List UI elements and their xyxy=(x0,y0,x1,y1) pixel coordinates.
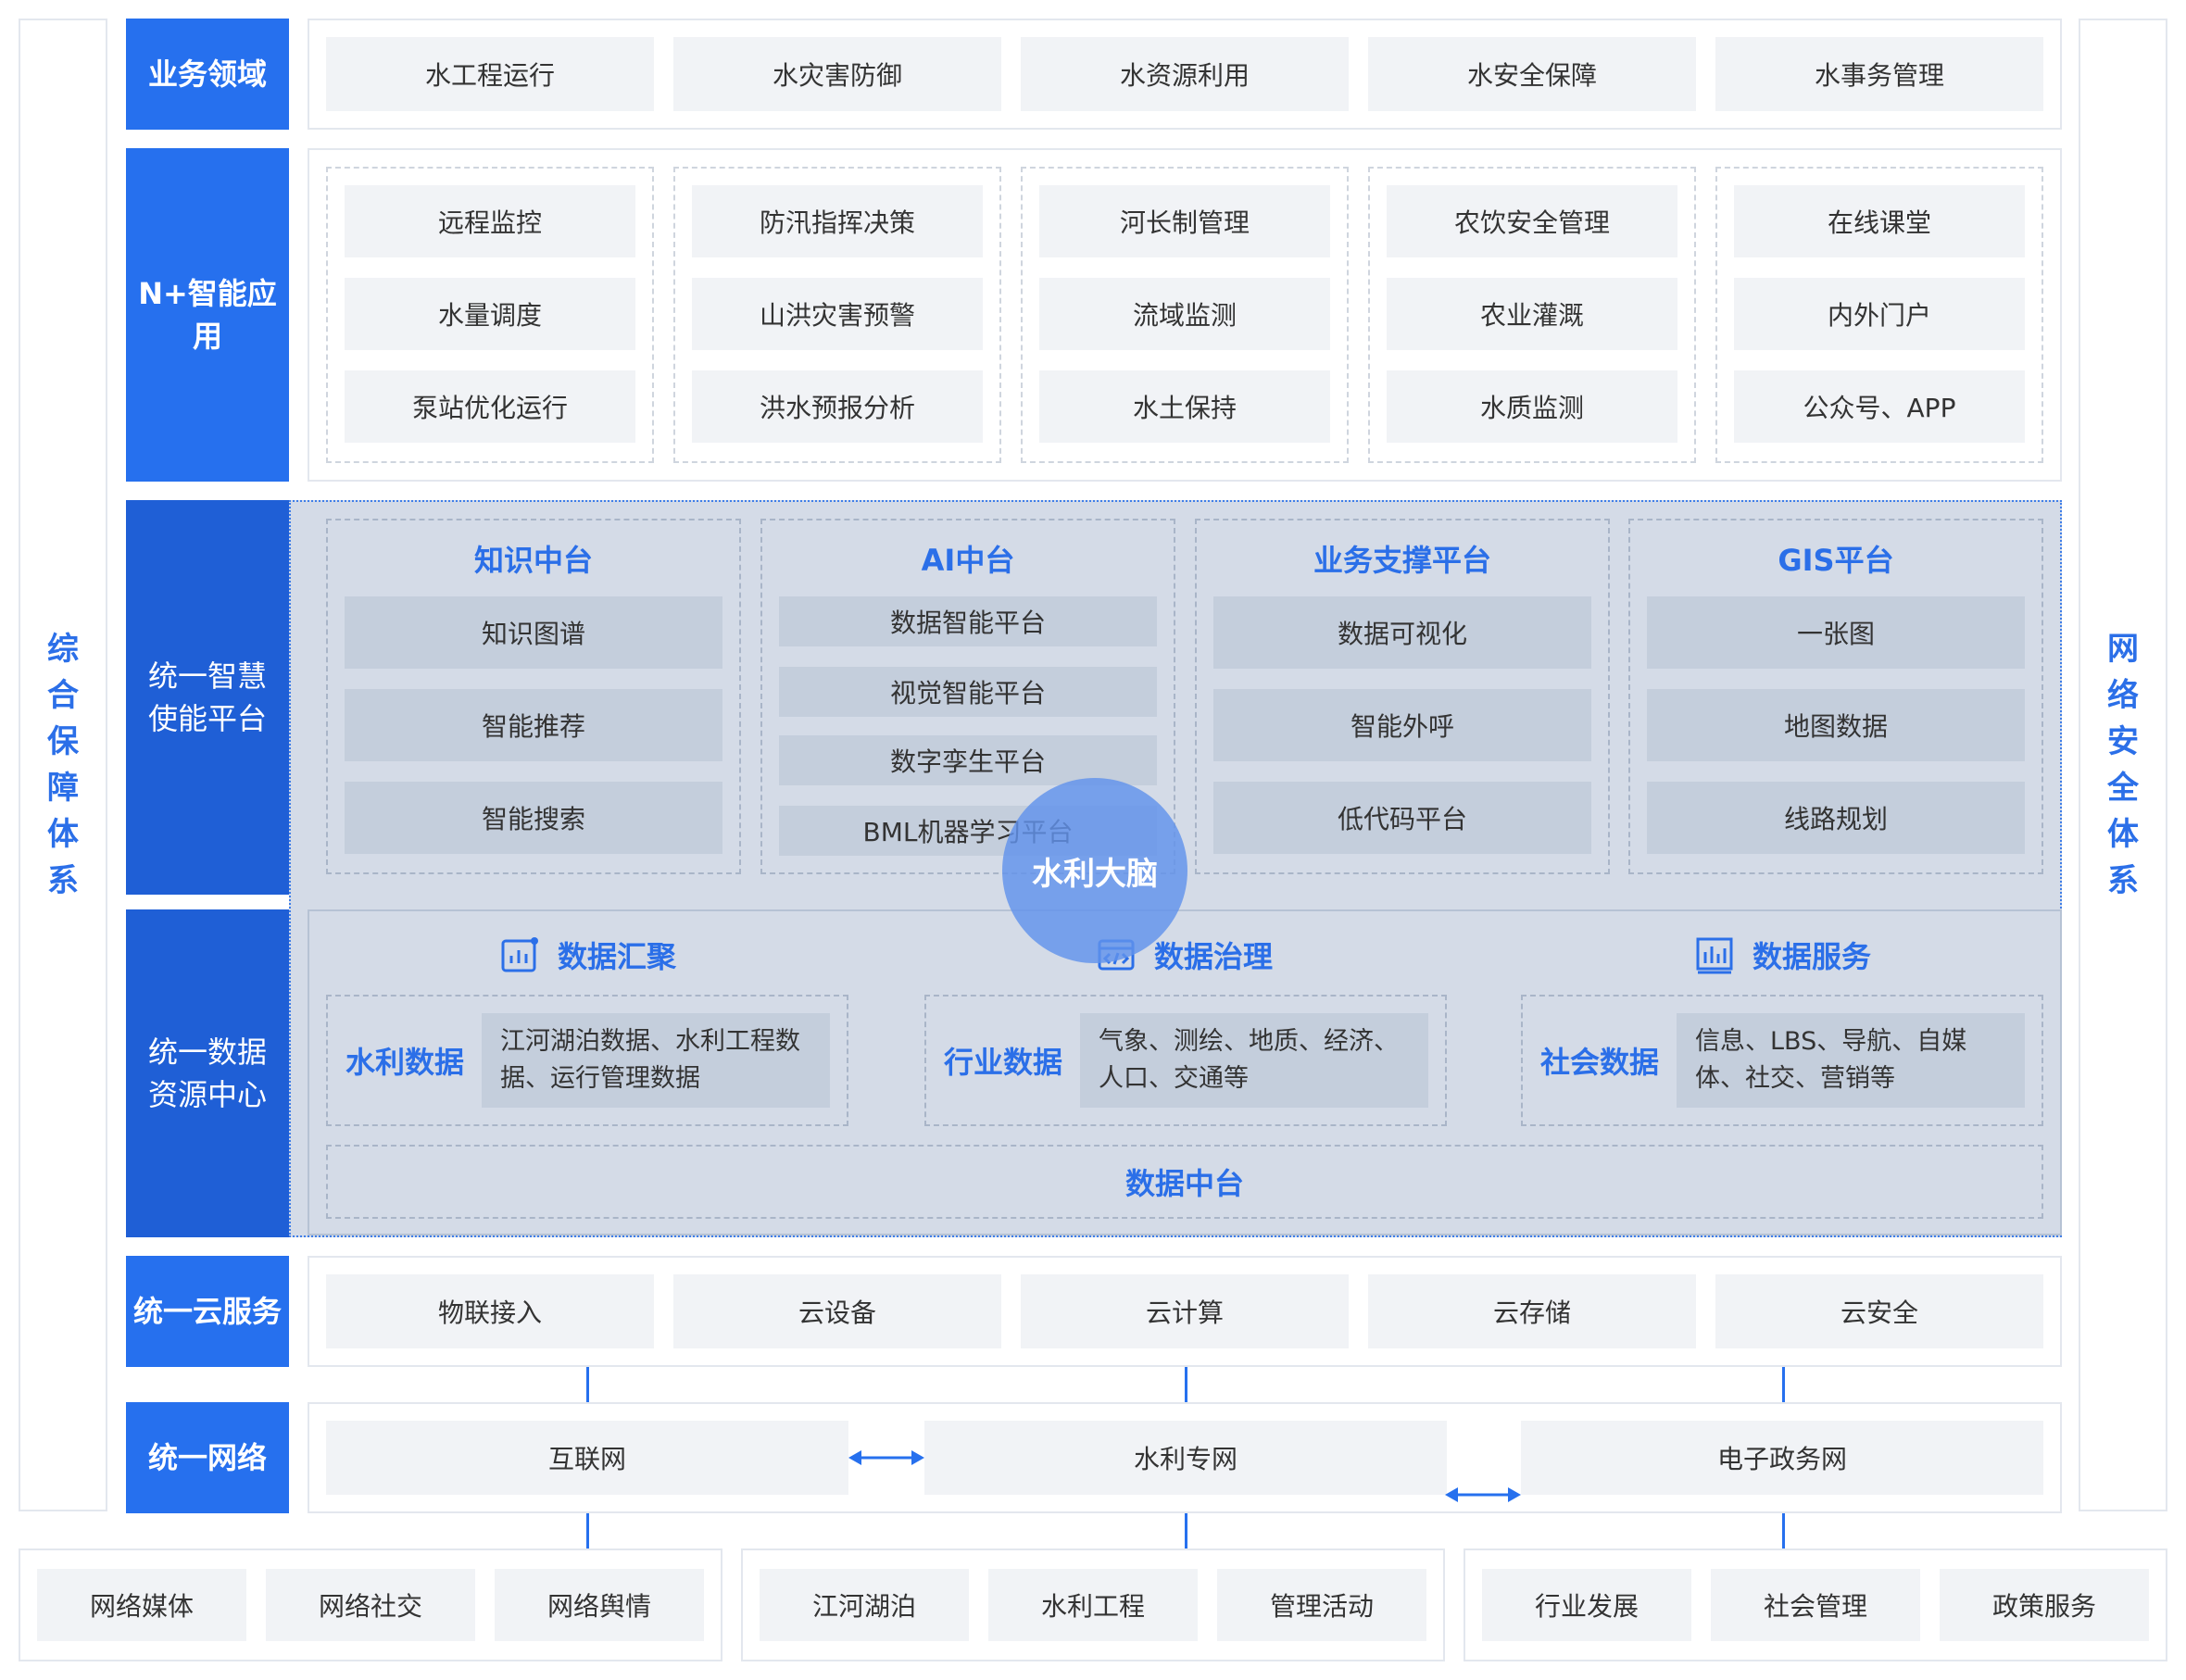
data-aggregation-header: 数据汇聚 xyxy=(500,932,815,978)
business-support-platform-group xyxy=(1195,519,1610,874)
network-item: 电子政务网 xyxy=(1521,1421,2043,1495)
cloud-item: 云存储 xyxy=(1368,1274,1696,1348)
water-data-group xyxy=(326,995,848,1126)
app-item: 泵站优化运行 xyxy=(345,370,635,443)
app-item: 流域监测 xyxy=(1039,278,1330,350)
business-support-platform-title: 业务支撑平台 xyxy=(1313,543,1491,578)
app-item: 山洪灾害预警 xyxy=(692,278,983,350)
platform-item: 智能搜索 xyxy=(345,782,722,854)
knowledge-platform-title: 知识中台 xyxy=(473,543,593,578)
app-item: 水质监测 xyxy=(1387,370,1677,443)
app-group xyxy=(1368,167,1696,463)
app-item: 在线课堂 xyxy=(1734,185,2025,257)
platform-item: 知识图谱 xyxy=(345,596,722,669)
platform-item: 智能推荐 xyxy=(345,689,722,761)
gis-platform-title: GIS平台 xyxy=(1778,543,1894,578)
network-label: 统一网络 xyxy=(126,1402,289,1513)
platform-item: 数字孪生平台 xyxy=(779,735,1157,785)
cloud-item: 云设备 xyxy=(673,1274,1001,1348)
connector-line xyxy=(586,1367,589,1402)
enablement-platform-label: 统一智慧使能平台 xyxy=(126,500,289,895)
platform-item: 数据可视化 xyxy=(1213,596,1591,669)
cloud-item: 云计算 xyxy=(1021,1274,1349,1348)
social-data-name: 社会数据 xyxy=(1539,1045,1659,1080)
platform-item: 智能外呼 xyxy=(1213,689,1591,761)
business-item: 水灾害防御 xyxy=(673,37,1001,111)
data-governance-title: 数据治理 xyxy=(1154,939,1274,974)
water-brain-circle: 水利大脑 xyxy=(1002,778,1187,963)
connector-line xyxy=(586,1495,589,1548)
ai-platform-group xyxy=(760,519,1175,874)
cloud-item: 云安全 xyxy=(1715,1274,2043,1348)
app-group xyxy=(1021,167,1349,463)
connector-line xyxy=(1782,1367,1785,1402)
app-item: 防汛指挥决策 xyxy=(692,185,983,257)
bottom-item: 网络媒体 xyxy=(37,1569,246,1641)
bidirectional-arrow-icon xyxy=(1445,1487,1521,1502)
app-item: 远程监控 xyxy=(345,185,635,257)
bottom-item: 行业发展 xyxy=(1482,1569,1691,1641)
gis-platform-group xyxy=(1628,519,2043,874)
business-item: 水资源利用 xyxy=(1021,37,1349,111)
data-center-frame xyxy=(308,909,2062,1235)
connector-line xyxy=(1782,1495,1785,1548)
bar-chart-icon xyxy=(1696,937,1733,974)
bottom-item: 江河湖泊 xyxy=(760,1569,969,1641)
data-resource-center-label: 统一数据资源中心 xyxy=(126,909,289,1237)
platform-item: 低代码平台 xyxy=(1213,782,1591,854)
bottom-item: 管理活动 xyxy=(1217,1569,1426,1641)
industry-data-group xyxy=(924,995,1447,1126)
data-middle-platform: 数据中台 xyxy=(326,1145,2043,1219)
platform-item: 视觉智能平台 xyxy=(779,667,1157,717)
business-domain-label: 业务领域 xyxy=(126,19,289,130)
comprehensive-support-label: 综合保障体系 xyxy=(47,631,79,899)
data-service-title: 数据服务 xyxy=(1753,939,1872,974)
app-item: 农饮安全管理 xyxy=(1387,185,1677,257)
chart-panel-icon xyxy=(501,937,538,972)
bottom-item: 水利工程 xyxy=(988,1569,1198,1641)
bottom-item: 社会管理 xyxy=(1711,1569,1920,1641)
business-item: 水安全保障 xyxy=(1368,37,1696,111)
smart-apps-label: N+智能应用 xyxy=(126,148,289,482)
bottom-item: 网络社交 xyxy=(266,1569,475,1641)
data-service-header: 数据服务 xyxy=(1695,932,2010,978)
app-group xyxy=(673,167,1001,463)
app-item: 河长制管理 xyxy=(1039,185,1330,257)
app-group xyxy=(1715,167,2043,463)
ai-platform-title: AI中台 xyxy=(921,543,1015,578)
cloud-item: 物联接入 xyxy=(326,1274,654,1348)
social-data-desc: 信息、LBS、导航、自媒体、社交、营销等 xyxy=(1677,1013,2025,1108)
app-item: 公众号、APP xyxy=(1734,370,2025,443)
network-item: 互联网 xyxy=(326,1421,848,1495)
platform-item: 一张图 xyxy=(1647,596,2025,669)
social-data-group xyxy=(1521,995,2043,1126)
app-group xyxy=(326,167,654,463)
cloud-services-label: 统一云服务 xyxy=(126,1256,289,1367)
bidirectional-arrow-icon xyxy=(848,1450,924,1465)
app-item: 农业灌溉 xyxy=(1387,278,1677,350)
platform-item: 数据智能平台 xyxy=(779,596,1157,646)
app-item: 内外门户 xyxy=(1734,278,2025,350)
platform-item: 线路规划 xyxy=(1647,782,2025,854)
platform-item: 地图数据 xyxy=(1647,689,2025,761)
app-item: 水土保持 xyxy=(1039,370,1330,443)
industry-data-desc: 气象、测绘、地质、经济、人口、交通等 xyxy=(1080,1013,1428,1108)
network-security-column: 网络安全体系 xyxy=(2079,19,2167,1511)
data-aggregation-title: 数据汇聚 xyxy=(558,939,677,974)
business-item: 水工程运行 xyxy=(326,37,654,111)
connector-line xyxy=(1185,1495,1187,1548)
water-data-name: 水利数据 xyxy=(345,1045,464,1080)
industry-data-name: 行业数据 xyxy=(943,1045,1062,1080)
connector-line xyxy=(1185,1367,1187,1402)
network-security-label: 网络安全体系 xyxy=(2107,631,2139,899)
comprehensive-support-column: 综合保障体系 xyxy=(19,19,107,1511)
business-item: 水事务管理 xyxy=(1715,37,2043,111)
network-item: 水利专网 xyxy=(924,1421,1447,1495)
bottom-item: 政策服务 xyxy=(1940,1569,2149,1641)
app-item: 水量调度 xyxy=(345,278,635,350)
water-data-desc: 江河湖泊数据、水利工程数据、运行管理数据 xyxy=(482,1013,830,1108)
app-item: 洪水预报分析 xyxy=(692,370,983,443)
bottom-item: 网络舆情 xyxy=(495,1569,704,1641)
knowledge-platform-group xyxy=(326,519,741,874)
